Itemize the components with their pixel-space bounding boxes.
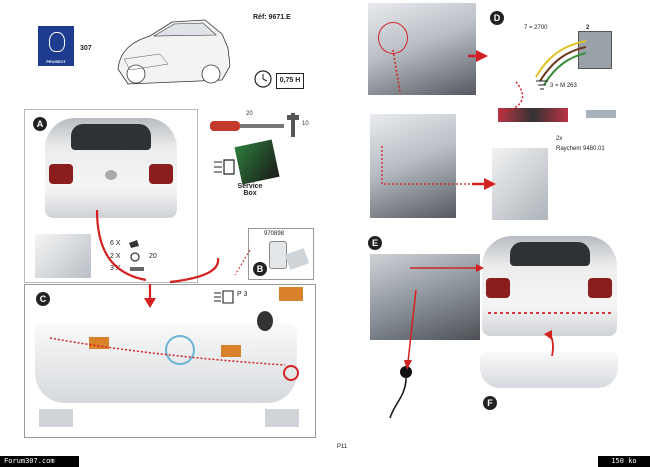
footer-size: 150 ko bbox=[598, 456, 650, 467]
panel-a: 6 X 2 X 20 3 X bbox=[24, 109, 198, 283]
raychem-label: Raychem 9480.01 bbox=[556, 146, 605, 152]
badge-f: F bbox=[483, 396, 497, 410]
bumper-cover-f bbox=[480, 352, 618, 388]
connector-tag bbox=[279, 287, 303, 301]
screwdriver-icon bbox=[210, 121, 284, 131]
photo-sensor-mount bbox=[492, 148, 548, 220]
brand-name: PEUGEOT bbox=[46, 59, 66, 64]
wire-bundle bbox=[535, 40, 586, 90]
photo-car-rear-right bbox=[482, 236, 617, 336]
badge-b: B bbox=[253, 262, 267, 276]
kit-qty-1: 6 X bbox=[110, 240, 121, 247]
sensor-cable-icon bbox=[389, 366, 412, 419]
wire-bottom: 3 = M 263 bbox=[550, 83, 577, 89]
cable-coil bbox=[165, 335, 195, 365]
badge-e: E bbox=[368, 236, 382, 250]
page-number: P11 bbox=[337, 444, 348, 450]
highlight-ring-d bbox=[378, 22, 408, 54]
light-icon-c bbox=[214, 290, 234, 304]
bumper-detail-photo bbox=[35, 234, 91, 278]
clock-icon bbox=[254, 70, 272, 88]
footer-site: Forum307.com bbox=[0, 456, 79, 467]
photo-trunk-interior bbox=[370, 114, 456, 218]
connector-tag-right bbox=[221, 345, 241, 357]
car-line-drawing bbox=[117, 19, 231, 85]
part-number: 970898 bbox=[264, 231, 285, 237]
tools-panel: 20 10 Service Box bbox=[198, 109, 313, 217]
bracket-right bbox=[265, 409, 299, 427]
light-note: P 3 bbox=[237, 291, 248, 298]
bracket-left bbox=[39, 409, 73, 427]
duration-box: 0,75 H bbox=[276, 73, 304, 89]
peugeot-logo: PEUGEOT bbox=[38, 26, 74, 66]
lion-icon bbox=[49, 32, 65, 52]
butt-splice bbox=[586, 110, 616, 118]
light-icon bbox=[214, 159, 235, 175]
car-rear-photo bbox=[45, 118, 177, 218]
badge-a: A bbox=[33, 117, 47, 131]
panel-b: 970898 bbox=[248, 228, 314, 280]
badge-c: C bbox=[36, 292, 50, 306]
screwdriver-size: 20 bbox=[246, 111, 253, 117]
badge-d: D bbox=[490, 11, 504, 25]
torx-size: 20 bbox=[149, 253, 157, 260]
wrench-size: 10 bbox=[302, 121, 309, 127]
wrench-icon bbox=[287, 113, 299, 137]
model-number: 307 bbox=[80, 45, 92, 52]
panel-d: 7 = 2700 2 3 3 = M 263 bbox=[486, 3, 620, 103]
fastener-icons bbox=[129, 240, 144, 271]
qty-2x: 2x bbox=[556, 136, 563, 142]
highlight-circle bbox=[283, 365, 299, 381]
reference: Réf: 9671.E bbox=[253, 14, 291, 21]
wire-mid-top: 2 bbox=[586, 25, 590, 31]
sensor-part bbox=[257, 311, 273, 331]
wire-top: 7 = 2700 bbox=[524, 25, 548, 31]
service-box-label: Service Box bbox=[237, 183, 263, 197]
raychem-connector bbox=[498, 108, 568, 122]
connector-tag-left bbox=[89, 337, 109, 349]
kit-qty-3: 3 X bbox=[110, 265, 121, 272]
kit-qty-2: 2 X bbox=[110, 253, 121, 260]
